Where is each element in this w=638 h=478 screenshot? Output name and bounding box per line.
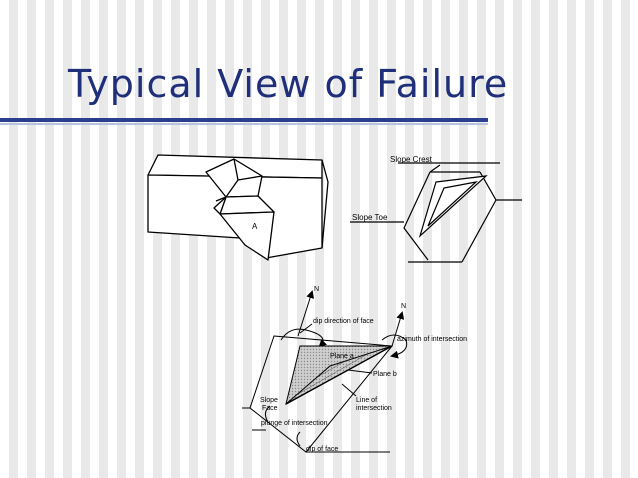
- title-underline: [0, 118, 488, 122]
- azimuth-label: azimuth of intersection: [397, 336, 467, 343]
- slope-crest-label: Slope Crest: [390, 155, 433, 164]
- slope-face-line: [403, 171, 431, 261]
- wedge-recess: [205, 158, 263, 198]
- north-label-right: N: [401, 303, 406, 310]
- wedge-recess-inner: [225, 158, 263, 198]
- block-side-face: [321, 159, 329, 249]
- slope-face-label-line1: Slope: [260, 397, 278, 404]
- slope-crest-leader: [429, 164, 441, 173]
- dip-of-face-arc: [296, 431, 301, 447]
- failure-wedge-outer: [418, 175, 488, 238]
- plane-a-label: Plane a: [330, 353, 354, 360]
- block-wedge-figure: A: [147, 154, 329, 261]
- plunge-arc: [264, 405, 271, 423]
- line-of-intersection-label-line1: Line of: [356, 397, 377, 404]
- slope-section-figure: Slope Crest Slope Toe: [350, 155, 522, 263]
- plane-b-label: Plane b: [373, 371, 397, 378]
- azimuth-arc: [381, 334, 408, 359]
- dip-of-face-label: dip of face: [306, 446, 338, 453]
- line-of-intersection: [285, 345, 393, 405]
- plunge-label: plunge of intersection: [261, 420, 328, 427]
- wedge-side: [213, 196, 227, 215]
- line-of-intersection-label-line2: intersection: [356, 405, 392, 412]
- north-label-left: N: [314, 286, 319, 293]
- wedge-geometry-figure: N N dip direction of face azimuth of int…: [242, 286, 467, 453]
- north-arrow-right: [391, 311, 405, 347]
- slope-back-line: [461, 199, 497, 263]
- block-label-a: A: [252, 222, 258, 231]
- slide-title: Typical View of Failure: [68, 62, 509, 106]
- slope-toe-label: Slope Toe: [352, 213, 388, 222]
- dip-direction-label: dip direction of face: [313, 318, 374, 325]
- slope-face-label-line2: Face: [262, 405, 278, 412]
- title-underline-shadow: [0, 123, 488, 125]
- wedge-body: [219, 211, 275, 261]
- failure-wedge-inner: [427, 181, 478, 227]
